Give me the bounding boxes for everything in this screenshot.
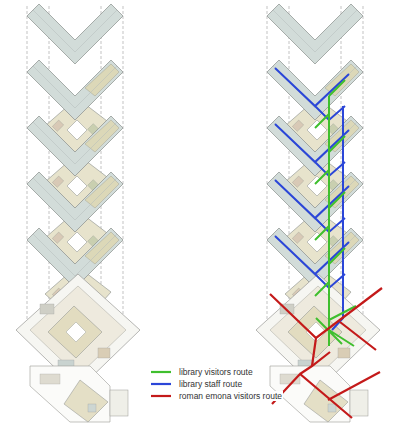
legend-line-sample — [150, 381, 172, 387]
legend-text: roman emona visitors route — [178, 391, 283, 401]
legend: library visitors route library staff rout… — [150, 366, 283, 402]
legend-text: library visitors route — [178, 367, 254, 377]
legend-item: roman emona visitors route — [150, 390, 283, 402]
legend-item: library visitors route — [150, 366, 283, 378]
legend-line-sample — [150, 369, 172, 375]
legend-text: library staff route — [178, 379, 243, 389]
legend-line-sample — [150, 393, 172, 399]
legend-item: library staff route — [150, 378, 283, 390]
